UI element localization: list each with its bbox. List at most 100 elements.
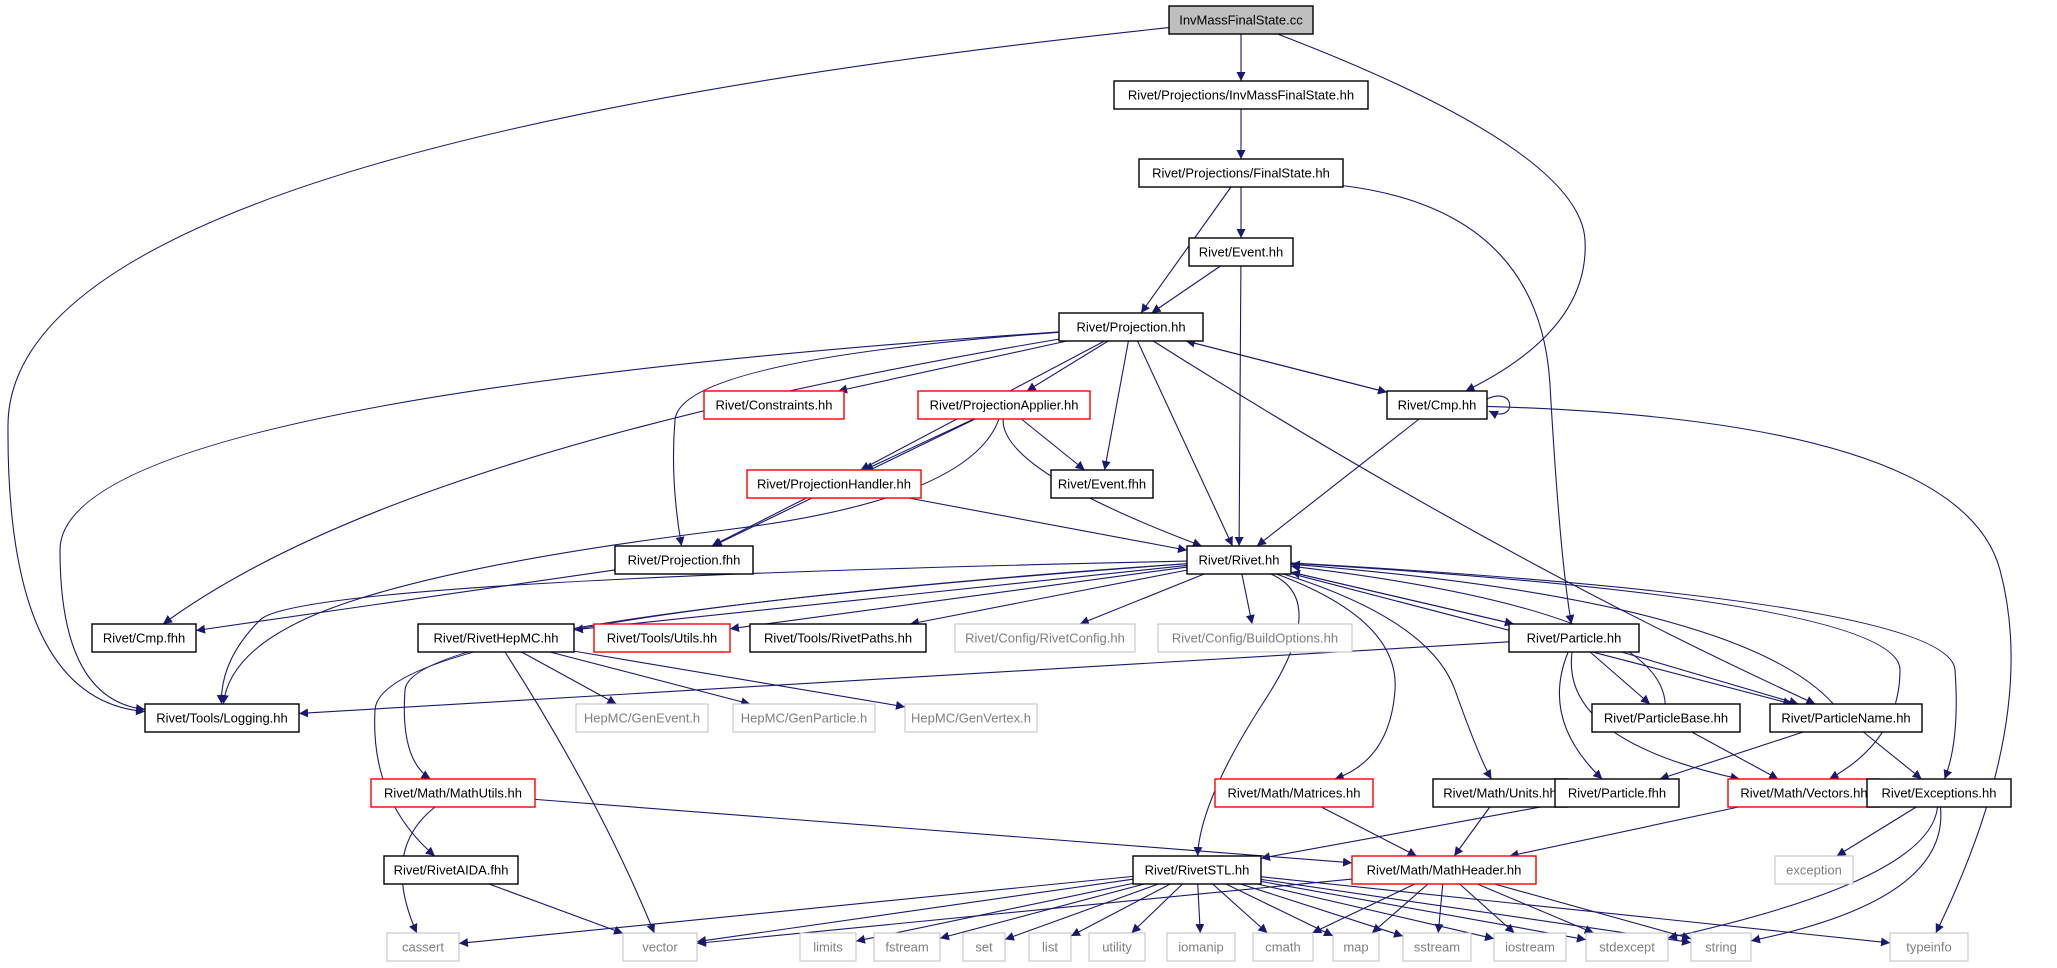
node-box (386, 932, 460, 962)
node-box (1214, 778, 1374, 808)
node-invmass[interactable]: Rivet/Projections/InvMassFinalState.hh (1113, 80, 1369, 110)
node-iomanip[interactable]: iomanip (1166, 932, 1236, 962)
node-map[interactable]: map (1332, 932, 1380, 962)
node-genevent[interactable]: HepMC/GenEvent.h (575, 703, 709, 733)
node-utils[interactable]: Rivet/Tools/Utils.hh (593, 623, 731, 653)
edge-rivet-to-logging (216, 560, 1188, 705)
node-cmath[interactable]: cmath (1252, 932, 1314, 962)
edge-particlebase-to-vectors (1691, 731, 1779, 780)
node-box (732, 703, 876, 733)
node-box (1138, 158, 1344, 188)
node-string[interactable]: string (1690, 932, 1752, 962)
node-box (1769, 703, 1923, 733)
node-projection[interactable]: Rivet/Projection.hh (1058, 312, 1204, 342)
node-box (1554, 778, 1680, 808)
node-rivet[interactable]: Rivet/Rivet.hh (1186, 545, 1292, 575)
edge-event-to-rivet (1234, 265, 1244, 547)
node-label: cmath (1265, 940, 1300, 955)
edge-rivet-to-mathutils (403, 563, 1188, 780)
node-fstream[interactable]: fstream (873, 932, 941, 962)
node-label: Rivet/Event.hh (1199, 245, 1284, 260)
node-set[interactable]: set (962, 932, 1006, 962)
node-vector[interactable]: vector (622, 932, 698, 962)
edge-rivetstl-to-iostream (1257, 883, 1495, 942)
node-label: Rivet/Config/BuildOptions.hh (1172, 631, 1338, 646)
node-particlefhh[interactable]: Rivet/Particle.fhh (1554, 778, 1680, 808)
node-genparticle[interactable]: HepMC/GenParticle.h (732, 703, 876, 733)
edge-finalstate-to-particle (1342, 185, 1575, 625)
node-box (1168, 5, 1314, 35)
node-label: Rivet/Event.fhh (1058, 477, 1146, 492)
node-label: cassert (402, 940, 444, 955)
node-box (1866, 778, 2012, 808)
node-exceptions[interactable]: Rivet/Exceptions.hh (1866, 778, 2012, 808)
node-particlebase[interactable]: Rivet/ParticleBase.hh (1591, 703, 1741, 733)
node-rivetaida[interactable]: Rivet/RivetAIDA.fhh (383, 855, 519, 885)
node-units[interactable]: Rivet/Math/Units.hh (1432, 778, 1568, 808)
node-rivetstl[interactable]: Rivet/RivetSTL.hh (1132, 855, 1262, 885)
edge-rivet-to-rivetstl (1193, 573, 1300, 857)
node-box (1727, 778, 1881, 808)
node-box (614, 545, 754, 575)
node-logging[interactable]: Rivet/Tools/Logging.hh (144, 703, 300, 733)
node-box (1591, 703, 1741, 733)
node-matrices[interactable]: Rivet/Math/Matrices.hh (1214, 778, 1374, 808)
edge-cmp-to-typeinfo (1486, 405, 2012, 934)
node-cmpfhh[interactable]: Rivet/Cmp.fhh (91, 623, 197, 653)
edge-projection-to-projfhh (672, 331, 1060, 547)
edge-projection-to-cmpfhh (162, 338, 1060, 625)
node-stdexcept[interactable]: stdexcept (1585, 932, 1669, 962)
node-sstream[interactable]: sstream (1402, 932, 1472, 962)
node-label: iomanip (1178, 940, 1224, 955)
edge-event-to-projection (1151, 265, 1221, 314)
node-label: sstream (1414, 940, 1460, 955)
node-label: Rivet/ParticleBase.hh (1604, 711, 1728, 726)
edge-particlename-to-particlefhh (1659, 731, 1804, 781)
node-eventfhh[interactable]: Rivet/Event.fhh (1050, 469, 1154, 499)
edge-rivet-to-matrices (1276, 573, 1396, 781)
node-label: Rivet/Math/MathHeader.hh (1367, 863, 1522, 878)
node-label: Rivet/RivetHepMC.hh (434, 631, 559, 646)
node-box (749, 623, 927, 653)
node-box (1585, 932, 1669, 962)
node-label: Rivet/ProjectionHandler.hh (757, 477, 911, 492)
node-exception[interactable]: exception (1774, 855, 1854, 885)
edge-particlename-to-rivet (1290, 560, 1834, 705)
node-mathutils[interactable]: Rivet/Math/MathUtils.hh (370, 778, 536, 808)
edge-rivet-to-exceptions (1290, 562, 1957, 780)
node-genvertex[interactable]: HepMC/GenVertex.h (904, 703, 1038, 733)
edge-projection-to-constraints (837, 340, 1068, 394)
node-particlename[interactable]: Rivet/ParticleName.hh (1769, 703, 1923, 733)
node-cassert[interactable]: cassert (386, 932, 460, 962)
node-mathheader[interactable]: Rivet/Math/MathHeader.hh (1351, 855, 1537, 885)
edge-rivetstl-to-utility (1131, 883, 1183, 934)
node-list[interactable]: list (1028, 932, 1072, 962)
node-utility[interactable]: utility (1088, 932, 1146, 962)
node-projfhh[interactable]: Rivet/Projection.fhh (614, 545, 754, 575)
node-typeinfo[interactable]: typeinfo (1889, 932, 1969, 962)
node-rivetpaths[interactable]: Rivet/Tools/RivetPaths.hh (749, 623, 927, 653)
node-vectors[interactable]: Rivet/Math/Vectors.hh (1727, 778, 1881, 808)
node-box (1028, 932, 1072, 962)
node-box (1386, 390, 1488, 420)
node-label: Rivet/Projections/InvMassFinalState.hh (1128, 88, 1354, 103)
node-limits[interactable]: limits (799, 932, 857, 962)
node-particle[interactable]: Rivet/Particle.hh (1508, 623, 1640, 653)
node-buildoptions[interactable]: Rivet/Config/BuildOptions.hh (1157, 623, 1353, 653)
node-root[interactable]: InvMassFinalState.cc (1168, 5, 1314, 35)
node-event[interactable]: Rivet/Event.hh (1188, 237, 1294, 267)
node-iostream[interactable]: iostream (1493, 932, 1567, 962)
node-rivetconfig[interactable]: Rivet/Config/RivetConfig.hh (954, 623, 1136, 653)
node-box (1252, 932, 1314, 962)
node-finalstate[interactable]: Rivet/Projections/FinalState.hh (1138, 158, 1344, 188)
node-constraints[interactable]: Rivet/Constraints.hh (703, 390, 845, 420)
edge-projhandler-to-rivet (908, 497, 1188, 554)
node-rivethepmc[interactable]: Rivet/RivetHepMC.hh (417, 623, 575, 653)
node-box (370, 778, 536, 808)
node-cmp[interactable]: Rivet/Cmp.hh (1386, 390, 1488, 420)
node-label: Rivet/Particle.hh (1527, 631, 1622, 646)
node-label: Rivet/Math/Vectors.hh (1740, 786, 1867, 801)
node-projapplier[interactable]: Rivet/ProjectionApplier.hh (917, 390, 1091, 420)
node-projhandler[interactable]: Rivet/ProjectionHandler.hh (746, 469, 922, 499)
